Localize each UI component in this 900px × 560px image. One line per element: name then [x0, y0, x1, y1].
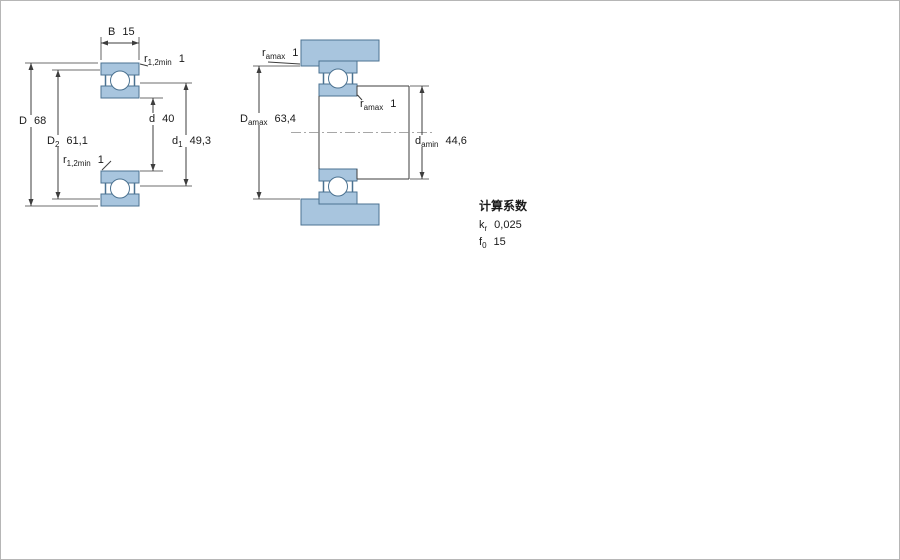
dim-value: 40 — [162, 113, 175, 125]
dim-symbol: D — [47, 135, 55, 147]
dim-symbol: r — [360, 98, 364, 110]
dim-symbol: r — [63, 154, 67, 166]
dim-value: 63,4 — [274, 113, 296, 125]
label-dim-r-top: r1,2min 1 — [144, 53, 185, 67]
left-view-cross-section — [25, 37, 192, 207]
dim-value: 49,3 — [189, 135, 211, 147]
dim-value: 1 — [292, 47, 299, 59]
right-view-mounting — [253, 39, 435, 226]
factor-value: 15 — [493, 236, 506, 248]
dim-D-lines — [25, 62, 98, 207]
dim-value: 1 — [97, 154, 104, 166]
leader-r-top — [139, 63, 149, 67]
dim-subscript: amin — [421, 140, 439, 149]
dim-symbol: d — [415, 135, 422, 147]
factor-f0: f0 15 — [479, 236, 506, 250]
label-dim-Da: Damax 63,4 — [238, 113, 298, 127]
dim-value: 68 — [33, 115, 47, 127]
dim-d-lines — [140, 97, 163, 172]
dim-value: 1 — [390, 98, 397, 110]
factor-subscript: r — [484, 224, 488, 233]
dim-value: 15 — [122, 26, 135, 38]
dim-da-lines — [410, 85, 429, 180]
dim-subscript: 2 — [54, 140, 60, 149]
factor-value: 0,025 — [494, 219, 522, 231]
label-dim-r-bottom: r1,2min 1 — [63, 154, 104, 168]
label-dim-ra-mid: ramax 1 — [360, 98, 397, 112]
dim-D2-lines — [52, 69, 100, 200]
dim-d1-lines — [140, 82, 192, 187]
leader-ra-top — [267, 61, 301, 65]
bearing-section-bottom — [100, 170, 140, 207]
dim-Da-lines — [253, 65, 300, 200]
calculation-factors-title: 计算系数 — [479, 199, 528, 213]
dim-value: 1 — [178, 53, 185, 65]
dim-symbol: r — [262, 47, 266, 59]
ball-bottom — [110, 178, 130, 199]
ball-top — [110, 70, 130, 91]
dim-value: 61,1 — [66, 135, 88, 147]
label-dim-D2: D2 61,1 — [45, 135, 90, 149]
label-dim-ra-top: ramax 1 — [262, 47, 299, 61]
dim-symbol: r — [144, 53, 148, 65]
dim-symbol: d — [149, 113, 156, 125]
dim-symbol: D — [19, 115, 27, 127]
label-dim-d1: d1 49,3 — [170, 135, 213, 149]
dim-subscript: amax — [265, 52, 286, 61]
dim-B-lines — [100, 37, 140, 60]
label-dim-da: damin 44,6 — [413, 135, 469, 149]
label-dim-D: D 68 — [17, 115, 49, 128]
factor-symbol: f — [479, 236, 483, 248]
leader-ra-mid — [357, 94, 363, 101]
dim-subscript: amax — [363, 103, 384, 112]
label-dim-B: B 15 — [108, 26, 135, 38]
dim-value: 44,6 — [445, 135, 467, 147]
mounted-bearing-top — [318, 60, 358, 97]
label-dim-d: d 40 — [147, 113, 177, 126]
dim-subscript: 1,2min — [66, 159, 91, 168]
bearing-section-top — [100, 62, 140, 99]
dim-symbol: d — [172, 135, 179, 147]
factor-subscript: 0 — [482, 241, 487, 250]
dim-symbol: B — [108, 26, 116, 38]
factor-kr: kr 0,025 — [479, 219, 522, 233]
dim-symbol: D — [240, 113, 248, 125]
dim-subscript: amax — [247, 118, 268, 127]
leader-r-bottom — [101, 160, 112, 171]
dim-subscript: 1,2min — [147, 58, 172, 67]
dim-subscript: 1 — [178, 140, 183, 149]
mounted-bearing-bottom — [318, 168, 358, 205]
factor-symbol: k — [479, 219, 485, 231]
